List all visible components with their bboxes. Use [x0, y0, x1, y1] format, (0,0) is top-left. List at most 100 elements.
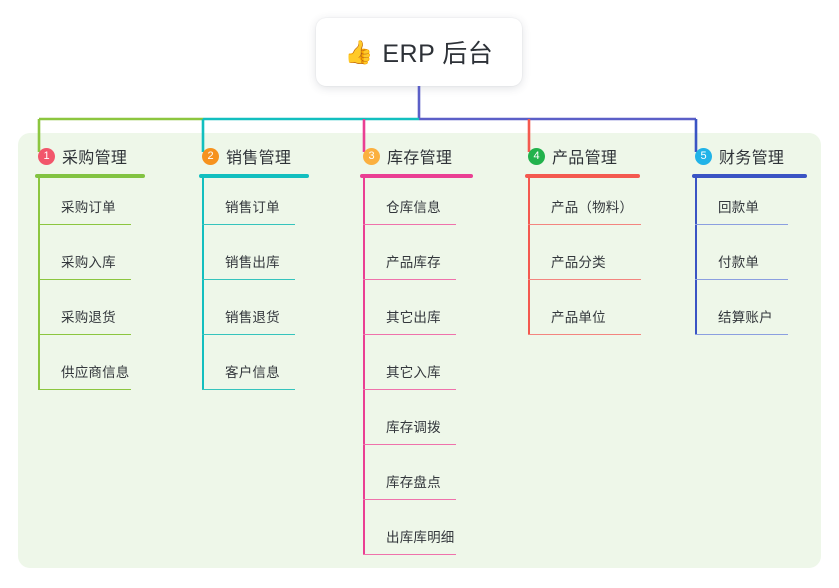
leaf-item-label: 供应商信息 [61, 365, 130, 380]
leaf-item[interactable]: 采购入库 [35, 233, 145, 288]
column-库存管理: 3 库存管理仓库信息产品库存其它出库其它入库库存调拨库存盘点出库库明细 [360, 144, 473, 563]
leaf-item[interactable]: 库存盘点 [360, 453, 473, 508]
leaf-item-label: 其它出库 [386, 310, 441, 325]
column-产品管理: 4 产品管理产品（物料） 产品分类产品单位 [525, 144, 641, 343]
leaf-item-underline [202, 333, 295, 335]
leaf-item-label: 采购订单 [61, 200, 116, 215]
column-items: 回款单付款单结算账户 [692, 178, 807, 343]
column-title: 产品管理 [552, 150, 618, 167]
leaf-item[interactable]: 其它入库 [360, 343, 473, 398]
root-node-title: ERP 后台 [382, 40, 494, 68]
column-items: 销售订单销售出库销售退货客户信息 [199, 178, 309, 398]
leaf-item[interactable]: 仓库信息 [360, 178, 473, 233]
leaf-item-underline [38, 388, 131, 390]
thumbs-up-icon: 👍 [344, 38, 374, 65]
column-underline [692, 174, 807, 178]
leaf-item-underline [363, 498, 456, 500]
leaf-item-label: 回款单 [718, 200, 760, 215]
leaf-item-label: 其它入库 [386, 365, 441, 380]
leaf-item-underline [363, 388, 456, 390]
column-underline [199, 174, 309, 178]
leaf-item[interactable]: 出库库明细 [360, 508, 473, 563]
leaf-item-label: 产品（物料） [551, 200, 634, 215]
leaf-item[interactable]: 产品单位 [525, 288, 641, 343]
column-spine-line [695, 178, 697, 335]
leaf-item[interactable]: 付款单 [692, 233, 807, 288]
leaf-item[interactable]: 采购退货 [35, 288, 145, 343]
column-spine-line [528, 178, 530, 335]
leaf-item[interactable]: 产品（物料） [525, 178, 641, 233]
leaf-item[interactable]: 供应商信息 [35, 343, 145, 398]
column-财务管理: 5 财务管理回款单付款单结算账户 [692, 144, 807, 343]
leaf-item-underline [202, 388, 295, 390]
leaf-item-underline [363, 223, 456, 225]
column-title: 库存管理 [387, 150, 453, 167]
leaf-item-label: 库存调拨 [386, 420, 441, 435]
leaf-item-underline [202, 278, 295, 280]
leaf-item-underline [363, 333, 456, 335]
leaf-item[interactable]: 销售出库 [199, 233, 309, 288]
diagram-panel [18, 133, 821, 568]
column-underline [35, 174, 145, 178]
leaf-item-label: 结算账户 [718, 310, 773, 325]
leaf-item-underline [363, 278, 456, 280]
column-number-badge: 5 [695, 147, 712, 165]
column-header[interactable]: 1 采购管理 [35, 144, 145, 168]
leaf-item-label: 销售出库 [225, 255, 280, 270]
column-header[interactable]: 5 财务管理 [692, 144, 807, 168]
column-header[interactable]: 3 库存管理 [360, 144, 473, 168]
leaf-item-label: 客户信息 [225, 365, 280, 380]
leaf-item-underline [695, 278, 788, 280]
column-title: 采购管理 [62, 150, 128, 167]
leaf-item[interactable]: 产品分类 [525, 233, 641, 288]
leaf-item-label: 产品库存 [386, 255, 441, 270]
leaf-item[interactable]: 其它出库 [360, 288, 473, 343]
column-number-badge: 3 [363, 147, 380, 165]
leaf-item-label: 产品单位 [551, 310, 606, 325]
leaf-item[interactable]: 销售退货 [199, 288, 309, 343]
column-items: 产品（物料） 产品分类产品单位 [525, 178, 641, 343]
leaf-item-underline [695, 223, 788, 225]
leaf-item[interactable]: 客户信息 [199, 343, 309, 398]
column-number-badge: 1 [38, 147, 55, 165]
leaf-item-underline [38, 278, 131, 280]
leaf-item-underline [363, 553, 456, 555]
column-采购管理: 1 采购管理采购订单采购入库采购退货供应商信息 [35, 144, 145, 398]
leaf-item-label: 产品分类 [551, 255, 606, 270]
leaf-item-label: 采购退货 [61, 310, 116, 325]
column-header[interactable]: 4 产品管理 [525, 144, 640, 168]
column-underline [360, 174, 473, 178]
column-spine-line [38, 178, 40, 390]
leaf-item-underline [38, 223, 131, 225]
leaf-item[interactable]: 销售订单 [199, 178, 309, 233]
leaf-item-label: 采购入库 [61, 255, 116, 270]
column-spine-line [363, 178, 365, 555]
leaf-item-label: 仓库信息 [386, 200, 441, 215]
leaf-item[interactable]: 结算账户 [692, 288, 807, 343]
leaf-item[interactable]: 回款单 [692, 178, 807, 233]
leaf-item[interactable]: 产品库存 [360, 233, 473, 288]
leaf-item-underline [528, 278, 641, 280]
leaf-item-label: 付款单 [718, 255, 760, 270]
column-title: 财务管理 [719, 150, 785, 167]
leaf-item-underline [528, 223, 641, 225]
leaf-item-label: 库存盘点 [386, 475, 441, 490]
leaf-item-underline [38, 333, 131, 335]
leaf-item[interactable]: 采购订单 [35, 178, 145, 233]
column-number-badge: 4 [528, 147, 545, 165]
leaf-item-underline [528, 333, 641, 335]
leaf-item-label: 出库库明细 [386, 530, 455, 545]
leaf-item-underline [202, 223, 295, 225]
column-underline [525, 174, 640, 178]
leaf-item-underline [695, 333, 788, 335]
column-title: 销售管理 [226, 150, 292, 167]
leaf-item-underline [363, 443, 456, 445]
leaf-item-label: 销售退货 [225, 310, 280, 325]
column-items: 仓库信息产品库存其它出库其它入库库存调拨库存盘点出库库明细 [360, 178, 473, 563]
column-items: 采购订单采购入库采购退货供应商信息 [35, 178, 145, 398]
column-spine-line [202, 178, 204, 390]
root-node-card[interactable]: 👍 ERP 后台 [316, 18, 522, 86]
leaf-item[interactable]: 库存调拨 [360, 398, 473, 453]
